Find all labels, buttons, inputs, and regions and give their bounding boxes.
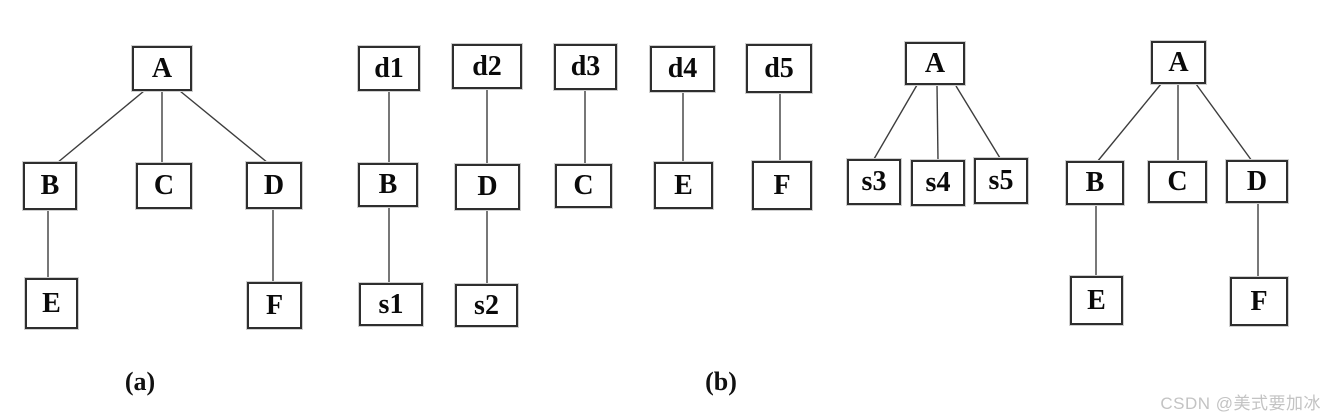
panel-a-node-B: B — [23, 162, 77, 210]
edge-b-A-s5 — [955, 85, 1001, 159]
panel-b-node-d1: d1 — [358, 46, 420, 91]
panel-b-node-d3: d3 — [554, 44, 617, 90]
panel-b-fan-node-s4: s4 — [911, 160, 965, 206]
panel-b-node-d5: d5 — [746, 44, 812, 93]
edge-a-A-B — [56, 90, 145, 164]
panel-a-node-E: E — [25, 278, 78, 329]
edge-b2-A-D — [1195, 83, 1253, 162]
panel-b2-node-F: F — [1230, 277, 1288, 326]
panel-b-fan-node-A: A — [905, 42, 965, 85]
panel-a-node-F: F — [247, 282, 302, 329]
panel-b-node-F: F — [752, 161, 812, 210]
edge-b2-A-B — [1096, 83, 1162, 163]
edge-b-A-s4 — [936, 84, 939, 161]
panel-b-node-s2: s2 — [455, 284, 518, 327]
panel-b-node-D: D — [455, 164, 520, 210]
panel-b-caption: (b) — [705, 367, 737, 396]
panel-b-node-E: E — [654, 162, 713, 209]
edge-a-A-D — [179, 90, 269, 164]
edge-b-A-s3 — [873, 84, 918, 160]
panel-b-node-s1: s1 — [359, 283, 423, 326]
panel-a-node-C: C — [136, 163, 192, 209]
panel-b-node-d4: d4 — [650, 46, 715, 92]
panel-b2-node-C: C — [1148, 161, 1207, 203]
panel-b-fan-node-s3: s3 — [847, 159, 901, 205]
panel-a-node-A: A — [132, 46, 192, 91]
panel-b2-node-E: E — [1070, 276, 1123, 325]
panel-b-node-C: C — [555, 164, 612, 208]
panel-b-node-d2: d2 — [452, 44, 522, 89]
panel-b2-node-B: B — [1066, 161, 1124, 205]
panel-b-node-B: B — [358, 163, 418, 207]
panel-a-caption: (a) — [124, 367, 156, 396]
panel-b2-node-A: A — [1151, 41, 1206, 84]
csdn-watermark: CSDN @美式要加冰 — [1160, 394, 1321, 413]
panel-a-node-D: D — [246, 162, 302, 209]
panel-b2-node-D: D — [1226, 160, 1288, 203]
panel-b-fan-node-s5: s5 — [974, 158, 1028, 204]
